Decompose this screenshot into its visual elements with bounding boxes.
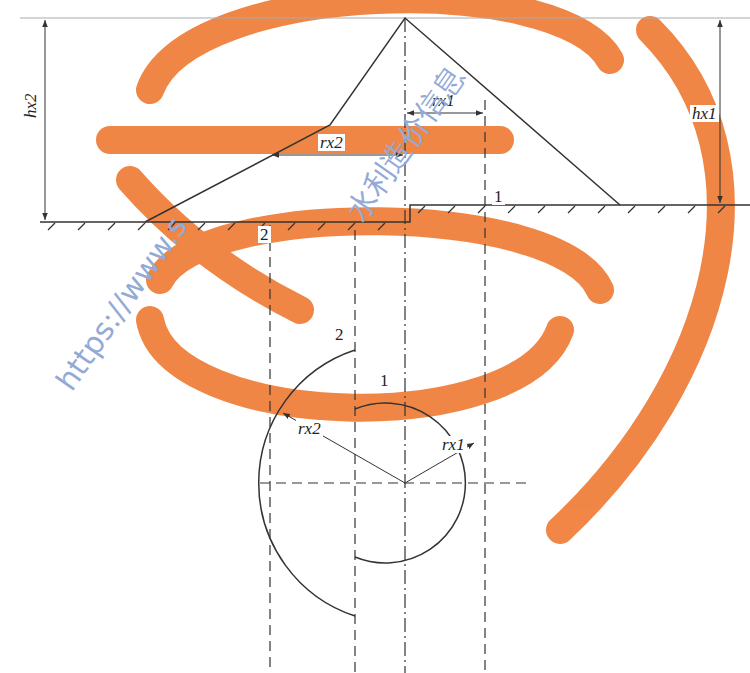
height-dimension: hx2 xyxy=(22,91,39,120)
ground-hatch xyxy=(108,223,115,230)
height-dimension: hx1 xyxy=(690,105,719,122)
radius-dimension: rx2 xyxy=(296,420,323,437)
ground-hatch xyxy=(598,206,605,213)
ground-hatch xyxy=(48,223,55,230)
ground-hatch xyxy=(138,223,145,230)
level-number: 1 xyxy=(492,188,505,205)
radius-dimension: rx2 xyxy=(318,134,345,151)
ground-hatch xyxy=(478,206,485,213)
level-number: 2 xyxy=(258,226,271,243)
level-number: 2 xyxy=(333,326,346,343)
ground-hatch xyxy=(508,206,515,213)
ground-hatch xyxy=(568,206,575,213)
ground-hatch xyxy=(378,223,385,230)
level-number: 1 xyxy=(378,372,391,389)
ground-hatch xyxy=(318,223,325,230)
ground-hatch xyxy=(348,223,355,230)
ground-hatch xyxy=(228,223,235,230)
ground-hatch xyxy=(198,223,205,230)
ground-hatch xyxy=(78,223,85,230)
ground-hatch xyxy=(688,206,695,213)
ground-hatch xyxy=(448,206,455,213)
logo-watermark xyxy=(110,0,721,530)
radius-dimension: rx1 xyxy=(440,436,467,453)
ground-hatch xyxy=(628,206,635,213)
ground-hatch xyxy=(538,206,545,213)
ground-hatch xyxy=(288,223,295,230)
ground-hatch xyxy=(718,206,725,213)
ground-hatch xyxy=(418,206,425,213)
ground-hatch xyxy=(658,206,665,213)
